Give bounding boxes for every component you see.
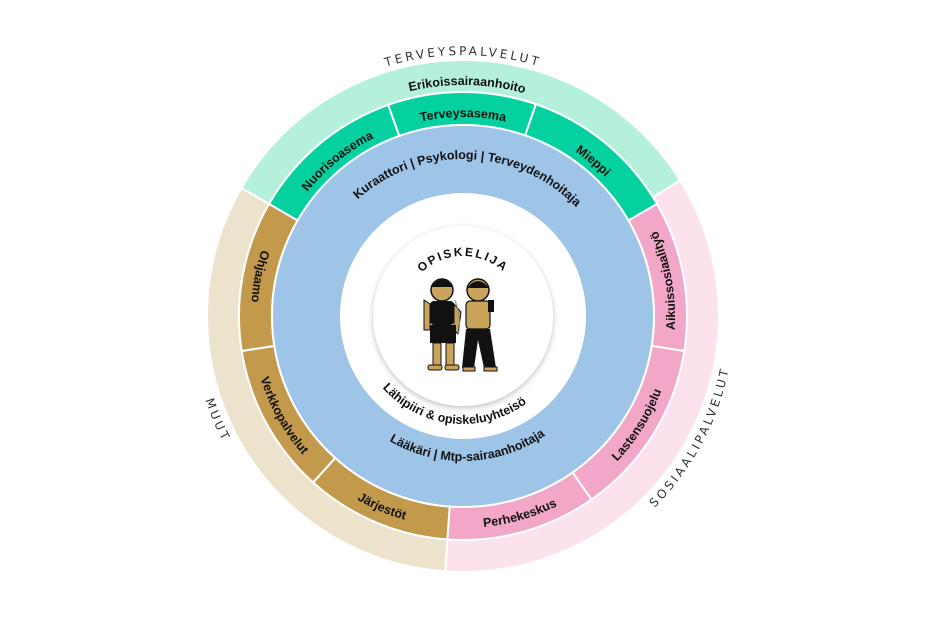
two-students-icon	[423, 278, 498, 372]
label-terveysasema-text: Terveysasema	[419, 106, 509, 125]
student-circle	[373, 226, 553, 406]
label-terveysasema: Terveysasema	[419, 106, 509, 125]
